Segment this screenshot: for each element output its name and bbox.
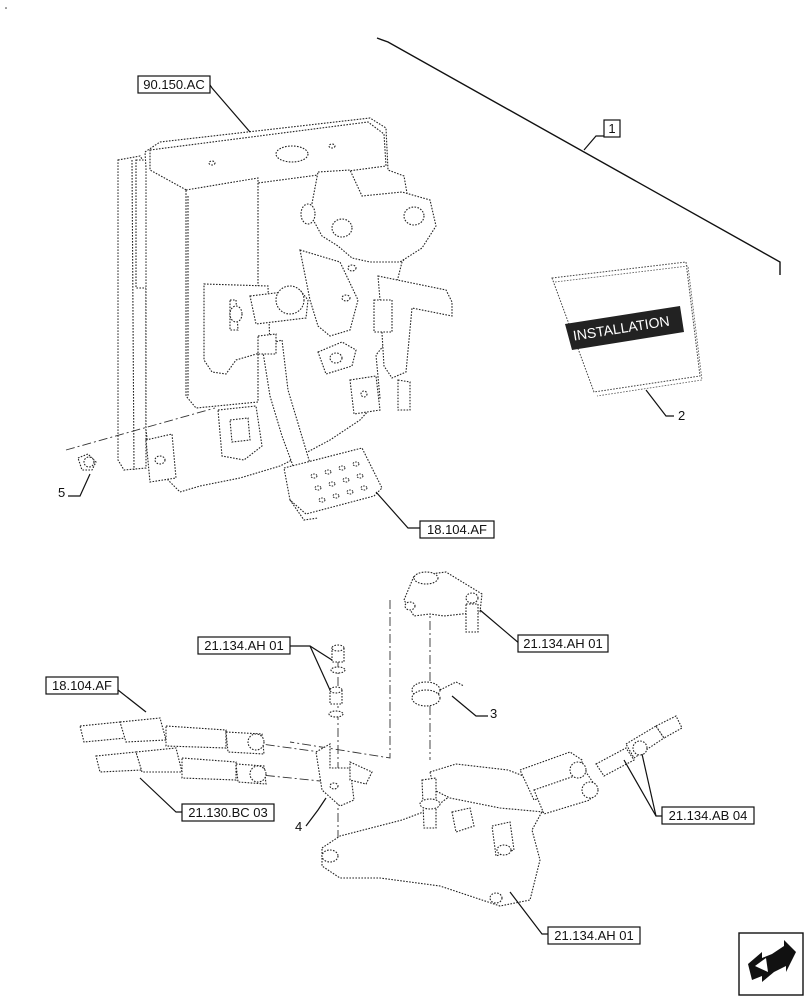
item3-number: 3 — [490, 706, 497, 721]
item2-leader — [645, 389, 674, 417]
ref-21-134-ah01-bolts-label[interactable]: 21.134.AH 01 — [204, 638, 284, 653]
ref-21-134-ah01-base-box[interactable] — [547, 926, 641, 945]
ref-18-104-af-top-box[interactable] — [419, 520, 495, 539]
navigation-arrow-icon[interactable] — [738, 932, 804, 996]
item4-leader — [305, 797, 327, 827]
base-plate — [321, 751, 599, 907]
ref-21-134-ab04-box[interactable] — [661, 806, 755, 825]
ref-21-134-ah01-stem-box[interactable] — [517, 634, 609, 653]
ref-18-104-af-top-leader — [375, 491, 420, 529]
hidden-line-d — [231, 739, 321, 753]
ref-21-134-ah01-stem-label[interactable]: 21.134.AH 01 — [523, 636, 603, 651]
item3-spring-clip — [411, 681, 465, 707]
item1-leader — [583, 135, 604, 151]
item3-leader — [451, 695, 488, 717]
item5-leader — [68, 473, 91, 497]
pedal-housing — [117, 117, 453, 521]
ref-21-134-ab04-label[interactable]: 21.134.AB 04 — [669, 808, 748, 823]
ref-21-130-bc03-leader — [139, 777, 186, 813]
item5-plug — [77, 453, 97, 471]
bolt-stack — [328, 644, 346, 718]
ref-18-104-af-left-box[interactable] — [45, 676, 119, 695]
ref-90-150-ac-box[interactable] — [137, 75, 211, 94]
ref-18-104-af-left-label[interactable]: 18.104.AF — [52, 678, 112, 693]
cable-assembly-upper — [79, 717, 265, 755]
hidden-line-a — [289, 600, 391, 759]
ref-21-130-bc03-label[interactable]: 21.130.BC 03 — [188, 805, 268, 820]
control-stem-arm — [403, 571, 483, 633]
ref-90-150-ac-label[interactable]: 90.150.AC — [143, 77, 204, 92]
cable-assembly-lower — [95, 747, 267, 785]
ref-18-104-af-left-leader — [117, 689, 147, 713]
hydraulic-fittings — [595, 715, 683, 777]
item5-hidden-line — [65, 407, 216, 451]
ref-bolts-leader-b — [309, 645, 331, 691]
ref-21-134-ah01-bolts-box[interactable] — [197, 636, 291, 655]
ref-18-104-af-top-label[interactable]: 18.104.AF — [427, 522, 487, 537]
installation-manual: INSTALLATION — [551, 261, 703, 397]
ref-21-130-bc03-box[interactable] — [181, 803, 275, 822]
ref-ab04-leader-b — [641, 753, 657, 817]
corner-mark — [5, 7, 7, 9]
item1-number: 1 — [608, 121, 615, 136]
ref-90-150-ac-leader — [209, 84, 251, 133]
item4-bracket — [315, 743, 373, 807]
item2-number: 2 — [678, 408, 685, 423]
ref-21-134-ah01-base-label[interactable]: 21.134.AH 01 — [554, 928, 634, 943]
item1-box — [603, 119, 621, 138]
item5-number: 5 — [58, 485, 65, 500]
item4-number: 4 — [295, 819, 302, 834]
assembly-bracket-line — [376, 37, 781, 275]
